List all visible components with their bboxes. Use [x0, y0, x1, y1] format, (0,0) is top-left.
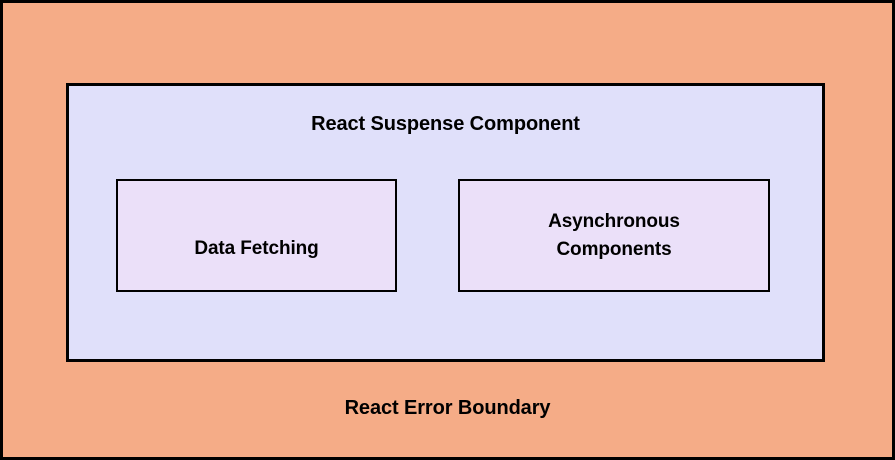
asynchronous-components-box: Asynchronous Components	[458, 179, 770, 292]
react-suspense-component-title: React Suspense Component	[311, 113, 580, 135]
data-fetching-label: Data Fetching	[194, 237, 319, 259]
react-error-boundary-label: React Error Boundary	[344, 397, 551, 419]
react-suspense-component-container: React Suspense Component Data Fetching A…	[66, 83, 825, 362]
data-fetching-box: Data Fetching	[116, 179, 397, 292]
asynchronous-components-label: Asynchronous Components	[548, 210, 680, 260]
